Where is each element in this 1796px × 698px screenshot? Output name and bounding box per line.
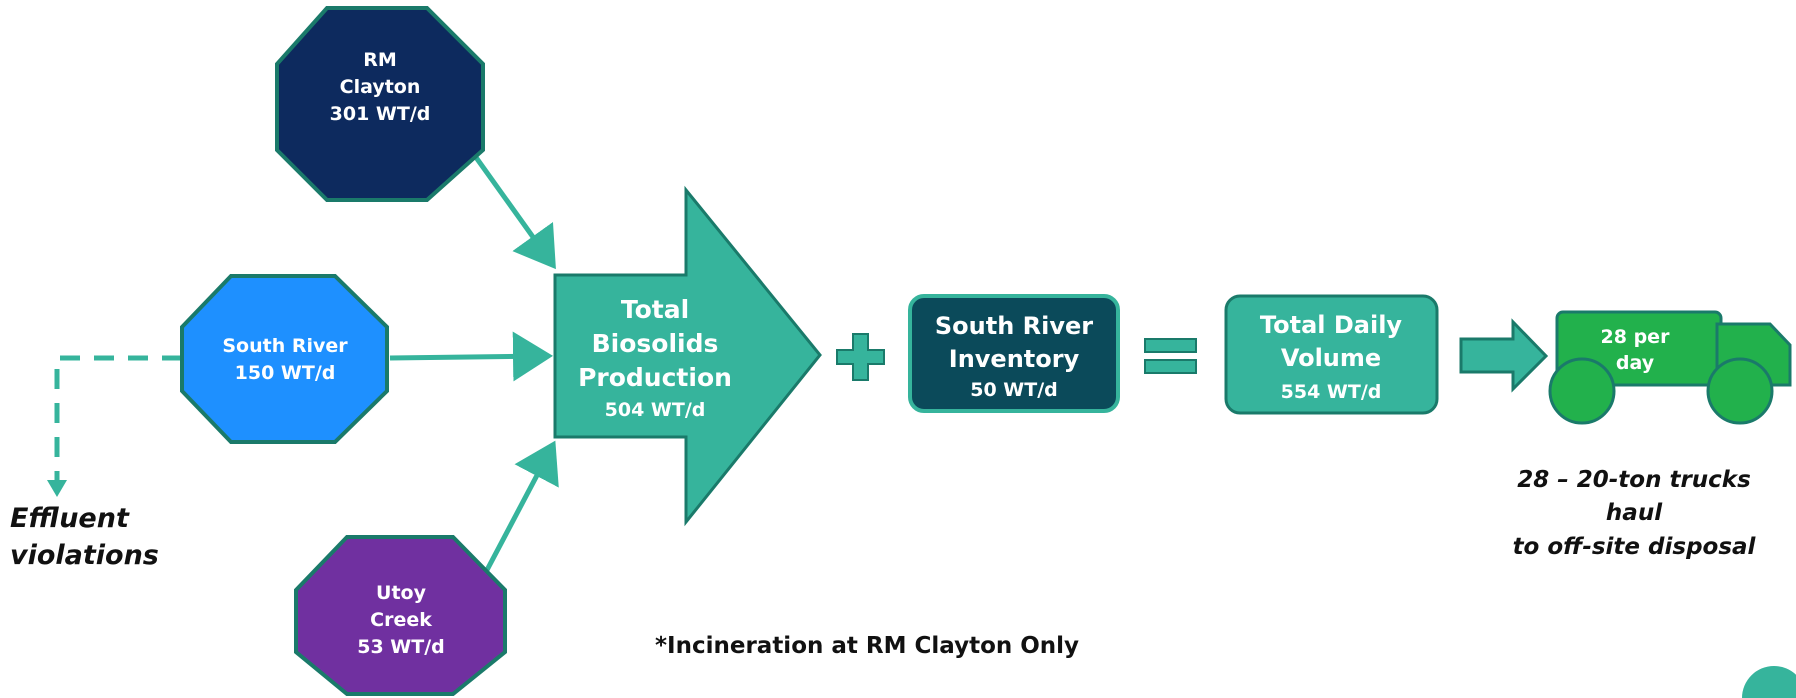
inventory-value: 50 WT/d [970, 379, 1058, 401]
south-river-value: 150 WT/d [235, 362, 336, 384]
utoy-creek-node: Utoy Creek 53 WT/d [294, 535, 507, 696]
utoy-creek-line2: Creek [370, 609, 432, 631]
truck-line2: day [1616, 352, 1655, 374]
total-production-line2: Biosolids [592, 329, 719, 358]
total-production-line1: Total [621, 295, 689, 324]
arrow-south-river-to-production [389, 331, 553, 382]
daily-volume-line2: Volume [1281, 344, 1381, 372]
rm-clayton-value: 301 WT/d [330, 103, 431, 125]
rm-clayton-node: RM Clayton 301 WT/d [275, 6, 485, 202]
utoy-creek-shape [294, 535, 507, 696]
incineration-footnote: *Incineration at RM Clayton Only [655, 633, 1079, 659]
truck-wheel-front [1706, 357, 1774, 425]
daily-volume-shape [1224, 294, 1439, 415]
utoy-creek-value: 53 WT/d [357, 636, 445, 658]
truck-caption-line2: haul [1606, 500, 1663, 526]
south-river-node: South River 150 WT/d [180, 274, 389, 444]
total-production-node: Total Biosolids Production 504 WT/d [553, 185, 822, 527]
inventory-node: South River Inventory 50 WT/d [908, 294, 1120, 413]
south-river-shape [180, 274, 389, 444]
truck-wheel-rear [1548, 357, 1616, 425]
effluent-dashed-path [54, 355, 182, 480]
truck-caption-line1: 28 – 20-ton trucks [1517, 467, 1751, 493]
plus-sign-icon [836, 333, 885, 381]
rm-clayton-line2: Clayton [340, 76, 421, 98]
total-production-shape [553, 185, 822, 527]
truck-icon: 28 per day [1548, 310, 1792, 425]
effluent-arrowhead [47, 480, 67, 497]
south-river-line1: South River [222, 335, 348, 357]
arrow-to-truck [1459, 318, 1549, 393]
inventory-line2: Inventory [949, 345, 1080, 373]
effluent-line1: Effluent [10, 503, 130, 534]
daily-volume-node: Total Daily Volume 554 WT/d [1224, 294, 1439, 415]
total-production-line3: Production [578, 363, 732, 392]
truck-caption-line3: to off-site disposal [1513, 534, 1757, 560]
rm-clayton-shape [275, 6, 485, 202]
daily-volume-line1: Total Daily [1260, 311, 1402, 339]
effluent-line2: violations [10, 540, 159, 571]
utoy-creek-line1: Utoy [376, 582, 427, 604]
inventory-shape [908, 294, 1120, 413]
inventory-line1: South River [935, 312, 1093, 340]
page-badge [1742, 666, 1796, 698]
daily-volume-value: 554 WT/d [1281, 381, 1382, 403]
arrow-utoy-creek-to-production [484, 440, 559, 572]
total-production-value: 504 WT/d [605, 399, 706, 421]
rm-clayton-line1: RM [363, 49, 397, 71]
truck-line1: 28 per [1601, 326, 1671, 348]
equals-sign-icon [1144, 338, 1197, 374]
